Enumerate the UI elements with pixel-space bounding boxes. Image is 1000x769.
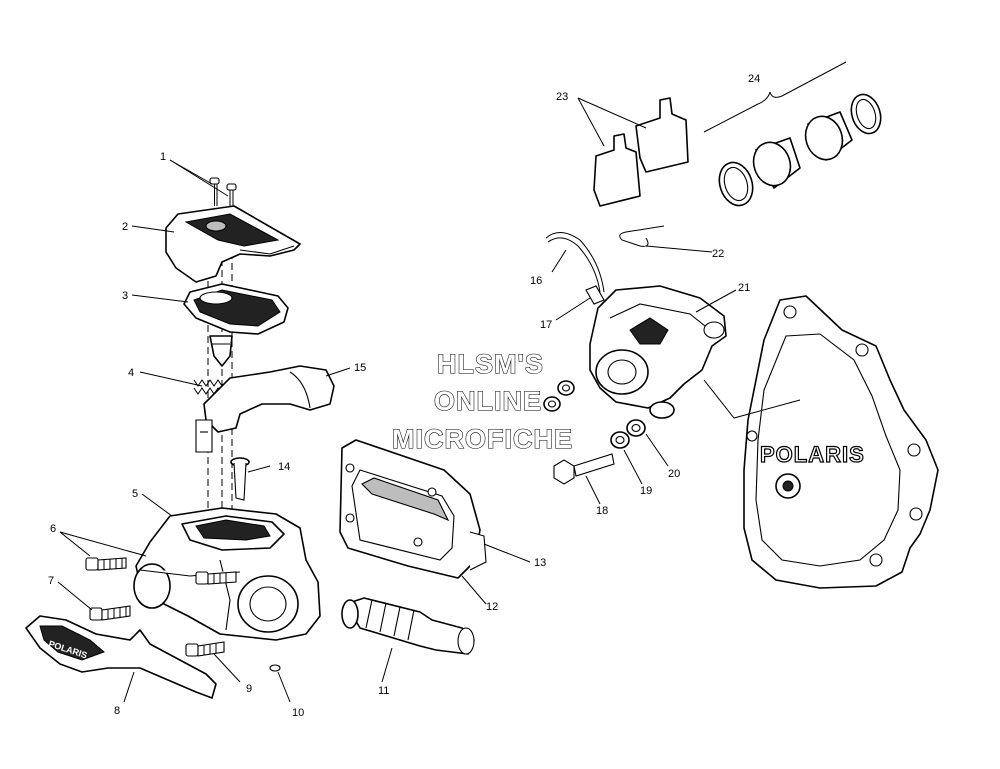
part-1-cover-screws	[209, 177, 237, 212]
part-16-brake-line	[545, 232, 605, 293]
callout-10: 10	[292, 707, 304, 719]
part-9-bolt	[185, 641, 225, 657]
callout-14: 14	[278, 461, 290, 473]
part-7-bolt	[89, 605, 131, 621]
callout-16: 16	[530, 275, 542, 287]
callout-22: 22	[712, 248, 724, 260]
leader-lines	[57, 97, 737, 703]
part-3-diaphragm	[183, 283, 289, 335]
callout-24: 24	[748, 73, 760, 85]
callout-17: 17	[540, 319, 552, 331]
part-12-gasket	[469, 531, 487, 571]
callout-21: 21	[738, 282, 750, 294]
watermark-line-3: MICROFICHE	[392, 424, 573, 454]
part-10-washer	[269, 664, 281, 672]
callout-15: 15	[354, 362, 366, 374]
callout-8: 8	[114, 705, 120, 717]
callout-20: 20	[668, 468, 680, 480]
part-13-reservoir-housing	[339, 439, 481, 579]
callout-1: 1	[160, 151, 166, 163]
callout-18: 18	[596, 505, 608, 517]
part-22-retaining-clip	[619, 225, 665, 247]
watermark-line-1: HLSM'S	[437, 349, 544, 379]
callout-5: 5	[132, 488, 138, 500]
callout-3: 3	[122, 290, 128, 302]
caliper-mount-line	[703, 379, 801, 419]
drive-housing-cover	[743, 295, 939, 589]
callout-labels: 1 2 3 4 5 6 7 8 9 10 11 12 13 14 15 16 1…	[48, 73, 760, 719]
callout-2: 2	[122, 221, 128, 233]
callout-11: 11	[378, 685, 389, 697]
callout-6: 6	[50, 523, 56, 535]
callout-12: 12	[486, 601, 498, 613]
part-2-reservoir-cover	[165, 205, 301, 283]
part-8-brake-lever: POLARIS	[25, 615, 217, 699]
part-23-brake-pads	[593, 97, 689, 207]
part-18-caliper-bolt	[553, 453, 615, 485]
callout-9: 9	[246, 683, 252, 695]
reservoir-float-valve	[209, 335, 233, 367]
part-6-bolt	[85, 557, 127, 571]
watermark-line-2: ONLINE	[434, 386, 542, 416]
watermark: HLSM'S ONLINE MICROFICHE	[391, 348, 573, 454]
part-21-caliper	[589, 285, 727, 419]
caliper-side-washers	[543, 380, 575, 412]
part-17-bleeder	[585, 285, 605, 305]
callout-19: 19	[640, 485, 652, 497]
polaris-logo: POLARIS	[760, 442, 865, 467]
part-24-piston-seal-kit	[703, 61, 882, 207]
callout-4: 4	[128, 367, 134, 379]
callout-23: 23	[556, 91, 568, 103]
part-15-lever-arm	[195, 365, 335, 453]
part-19-washer	[610, 431, 630, 449]
part-6-bolt-2	[195, 571, 237, 585]
part-11-piston	[341, 597, 475, 655]
callout-7: 7	[48, 575, 54, 587]
part-14-pin	[230, 457, 250, 501]
callout-13: 13	[534, 557, 546, 569]
part-20-washer	[626, 419, 646, 437]
